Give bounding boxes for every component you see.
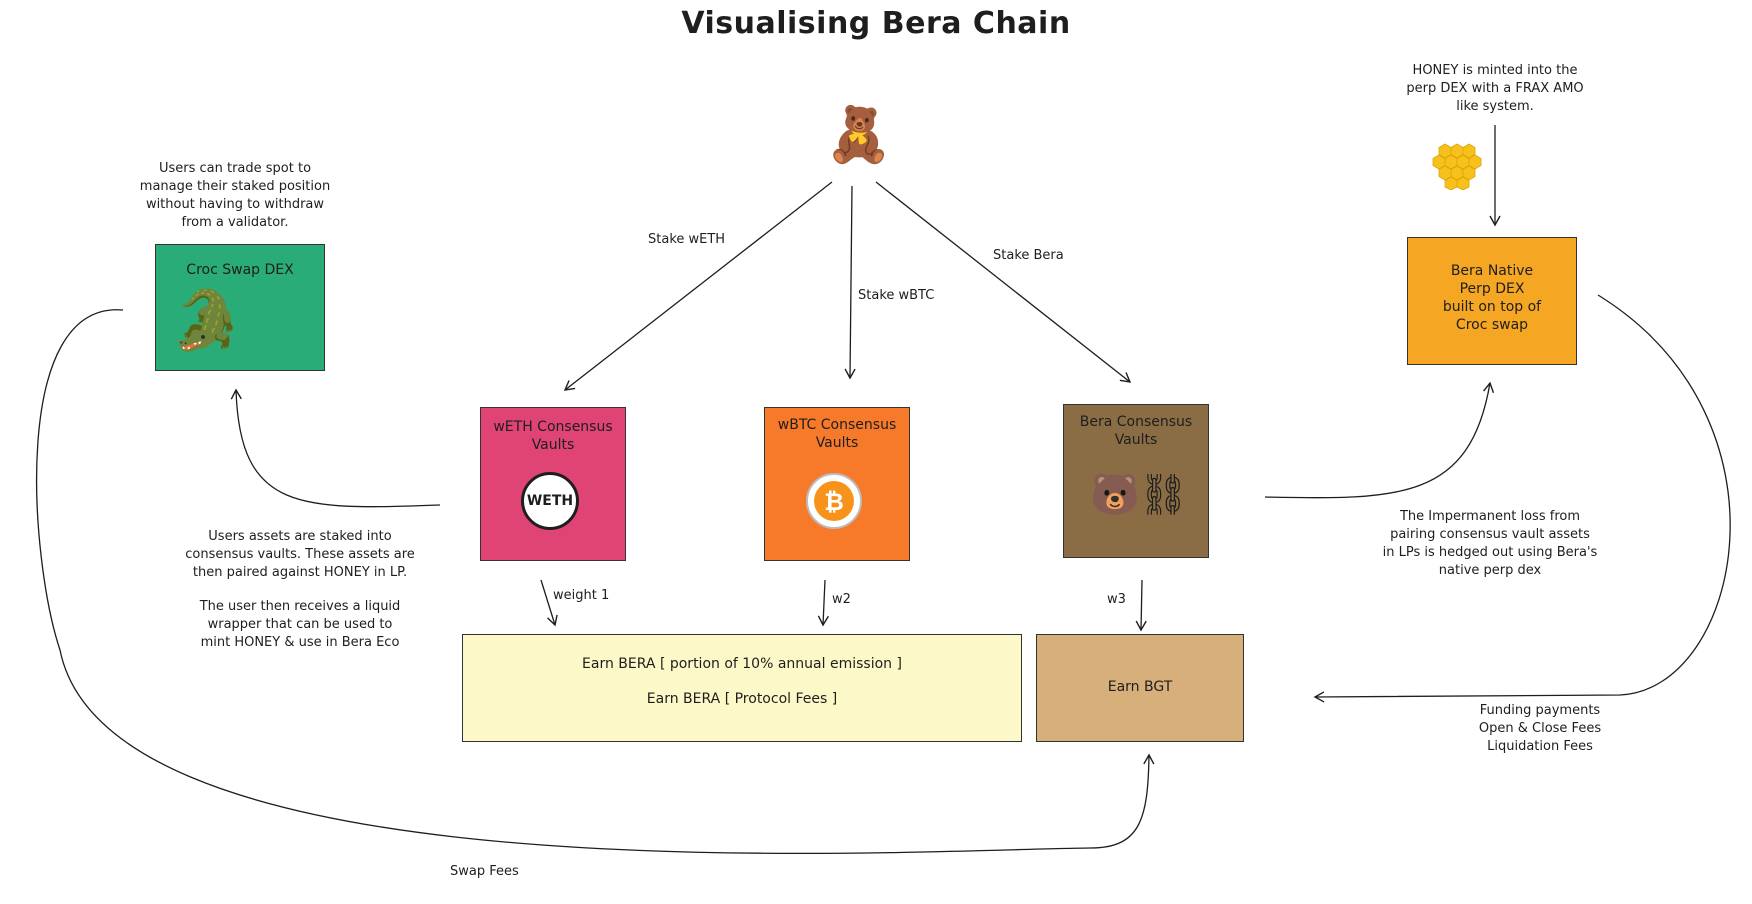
- perp-dex-box: Bera Native Perp DEX built on top of Cro…: [1407, 237, 1577, 365]
- arrow-weth-to-croc: [230, 388, 441, 508]
- bera-consensus-vaults-box: Bera Consensus Vaults 🐻 ⛓: [1063, 404, 1209, 558]
- arrow-bera-to-perp: [1264, 381, 1495, 499]
- earn-bera-box: Earn BERA [ portion of 10% annual emissi…: [462, 634, 1022, 742]
- arrow-weight1: [540, 579, 558, 627]
- chain-icon: ⛓: [1138, 472, 1189, 518]
- croc-swap-dex-title: Croc Swap DEX: [186, 262, 294, 278]
- diagram-title: Visualising Bera Chain: [681, 6, 1071, 41]
- w2-label: w2: [832, 592, 851, 607]
- wbtc-consensus-vaults-box: wBTC Consensus Vaults ₿: [764, 407, 910, 561]
- arrow-swap-fees: [35, 309, 1155, 855]
- arrow-w3: [1135, 579, 1147, 632]
- liquid-wrapper-note: The user then receives a liquid wrapper …: [199, 599, 401, 650]
- perp-dex-title: Bera Native Perp DEX built on top of Cro…: [1442, 263, 1542, 333]
- croc-swap-dex-box: Croc Swap DEX 🐊: [155, 244, 325, 371]
- weth-logo-text: WETH: [526, 493, 574, 509]
- swap-fees-label: Swap Fees: [450, 864, 519, 879]
- stake-bera-label: Stake Bera: [993, 248, 1064, 263]
- croc-description-note: Users can trade spot to manage their sta…: [139, 161, 331, 230]
- weth-logo-icon: WETH: [521, 472, 579, 530]
- earn-bera-emission-text: Earn BERA [ portion of 10% annual emissi…: [582, 656, 902, 672]
- weight-1-label: weight 1: [553, 588, 610, 603]
- arrow-stake-wbtc: [844, 185, 856, 380]
- impermanent-loss-note: The Impermanent loss from pairing consen…: [1382, 509, 1598, 578]
- w3-label: w3: [1107, 592, 1126, 607]
- stake-wbtc-label: Stake wBTC: [858, 288, 935, 303]
- wbtc-vaults-title: wBTC Consensus Vaults: [777, 417, 897, 451]
- users-assets-note: Users assets are staked into consensus v…: [185, 529, 415, 580]
- bitcoin-logo-icon: ₿: [806, 473, 862, 529]
- teddy-bear-icon: 🧸: [825, 103, 893, 166]
- arrow-stake-weth: [563, 181, 833, 391]
- honeycomb-icon: [1432, 143, 1482, 190]
- arrow-perp-fees: [1313, 294, 1731, 703]
- weth-vaults-title: wETH Consensus Vaults: [493, 419, 613, 453]
- bera-vaults-title: Bera Consensus Vaults: [1079, 414, 1193, 448]
- svg-text:₿: ₿: [824, 488, 844, 516]
- earn-bgt-box: Earn BGT: [1036, 634, 1244, 742]
- bear-face-icon: 🐻: [1090, 472, 1140, 518]
- arrow-w2: [817, 579, 829, 627]
- perp-fees-note: Funding payments Open & Close Fees Liqui…: [1478, 703, 1602, 754]
- earn-bera-protocol-fees-text: Earn BERA [ Protocol Fees ]: [646, 691, 838, 707]
- earn-bgt-title: Earn BGT: [1107, 679, 1173, 695]
- honey-description-note: HONEY is minted into the perp DEX with a…: [1406, 63, 1584, 114]
- arrow-stake-bera: [875, 181, 1132, 383]
- crocodile-icon: 🐊: [170, 286, 243, 354]
- stake-weth-label: Stake wETH: [648, 232, 726, 247]
- weth-consensus-vaults-box: wETH Consensus Vaults WETH: [480, 407, 626, 561]
